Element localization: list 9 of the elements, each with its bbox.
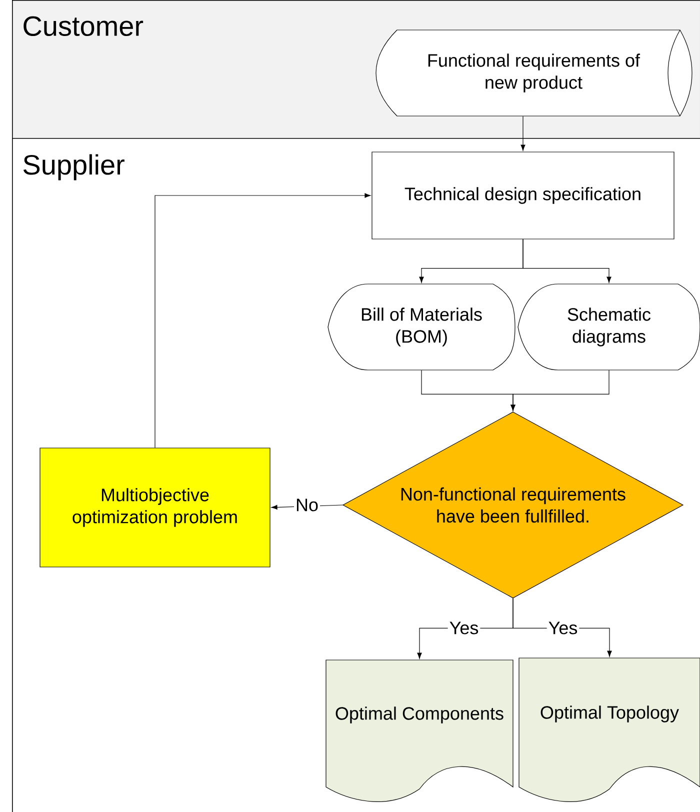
process-box: Multiobjective optimization problem [40, 448, 270, 568]
edge-label: Yes [546, 620, 580, 636]
edge-label: No [294, 497, 320, 513]
arrow [510, 370, 610, 411]
arrow [522, 239, 612, 283]
arrow [520, 116, 526, 151]
process-box: Technical design specification [372, 152, 674, 240]
edge-label: Yes [448, 620, 480, 636]
arrow [154, 193, 371, 448]
